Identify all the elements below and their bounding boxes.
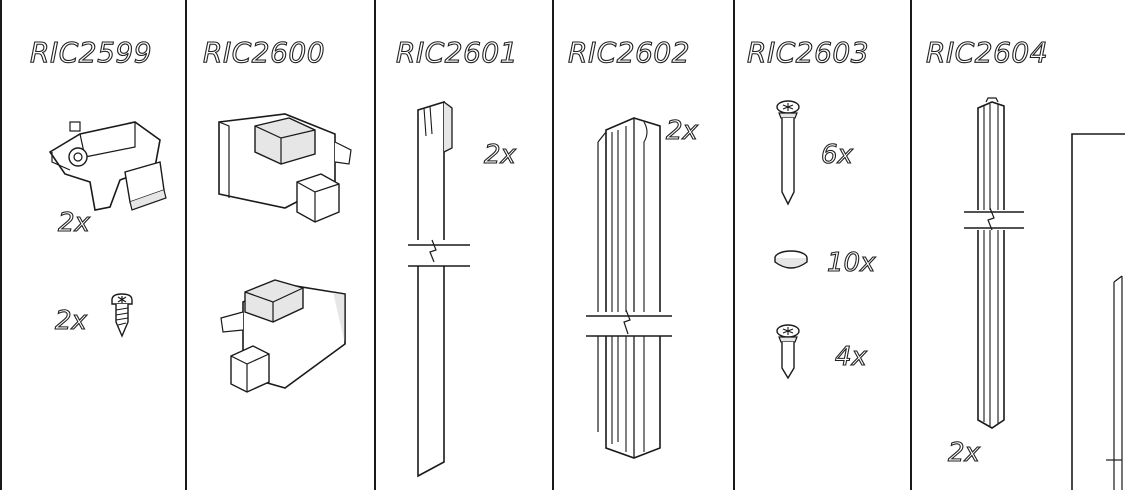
- part-code: RIC2601: [395, 35, 519, 69]
- quantity-label: 2x: [57, 207, 90, 238]
- part-column-ric2599: RIC2599 2x 2x: [0, 0, 185, 490]
- part-column-ric2604: RIC2604 2x: [912, 0, 1125, 490]
- part-code: RIC2600: [202, 35, 326, 69]
- end-cap-bottom-icon: [220, 279, 346, 393]
- seal-profile-icon: [586, 117, 672, 459]
- part-column-ric2602: RIC2602 2x: [554, 0, 733, 490]
- part-column-ric2600: RIC2600: [187, 0, 374, 490]
- quantity-label: 2x: [483, 139, 516, 170]
- end-cap-top-icon: [218, 113, 352, 223]
- column-divider: [185, 0, 187, 490]
- long-screw-icon: [776, 100, 800, 206]
- column-divider: [733, 0, 735, 490]
- profile-strip-icon: [408, 100, 470, 478]
- quantity-label: 10x: [826, 247, 876, 278]
- part-column-ric2603: RIC2603 6x 10x 4x: [735, 0, 910, 490]
- column-divider: [552, 0, 554, 490]
- part-code: RIC2604: [925, 35, 1049, 69]
- column-divider: [374, 0, 376, 490]
- cap-button-icon: [774, 250, 808, 269]
- part-code: RIC2599: [29, 35, 153, 69]
- quantity-label: 4x: [834, 341, 867, 372]
- panel-frame-icon: [1071, 133, 1125, 490]
- quantity-label: 2x: [665, 115, 698, 146]
- column-divider: [0, 0, 2, 490]
- quantity-label: 2x: [54, 305, 87, 336]
- rail-profile-icon: [964, 97, 1024, 429]
- part-column-ric2601: RIC2601 2x: [376, 0, 552, 490]
- quantity-label: 6x: [820, 139, 853, 170]
- screw-icon: [111, 293, 133, 338]
- quantity-label: 2x: [947, 437, 980, 468]
- part-code: RIC2602: [567, 35, 691, 69]
- part-code: RIC2603: [746, 35, 870, 69]
- short-screw-icon: [776, 324, 800, 380]
- column-divider: [910, 0, 912, 490]
- bracket-clip-icon: [48, 121, 167, 211]
